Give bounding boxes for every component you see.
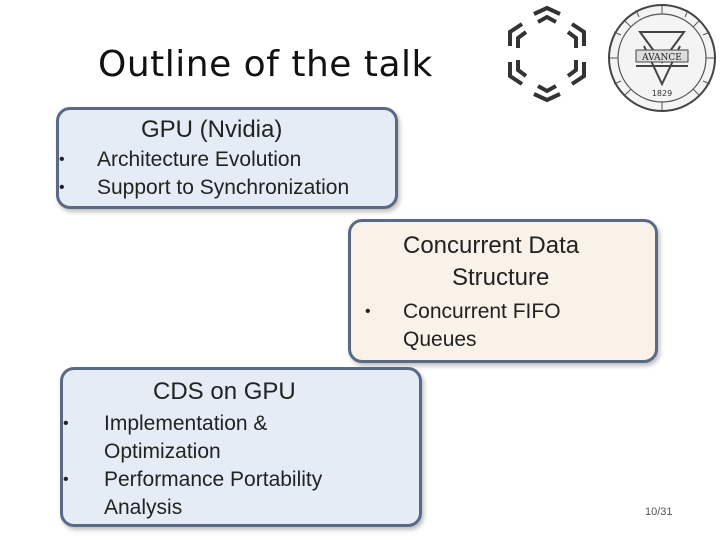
chalmers-logo	[508, 5, 586, 103]
cds-box-heading-line1: Concurrent Data	[403, 232, 580, 259]
list-item: • Implementation & Optimization	[63, 410, 322, 466]
gpu-box-heading: GPU (Nvidia)	[141, 116, 283, 143]
list-item-text: Support to Synchronization	[97, 176, 350, 199]
list-item: • Architecture Evolution	[59, 146, 349, 174]
list-item-text-line2: Analysis	[104, 496, 183, 519]
cds-on-gpu-box: CDS on GPU • Implementation & Optimizati…	[60, 367, 422, 527]
cds-box-list: • Concurrent FIFO Queues	[365, 298, 561, 354]
page-number: 10/31	[645, 506, 673, 518]
cds-on-gpu-box-heading: CDS on GPU	[153, 378, 296, 405]
list-item: • Concurrent FIFO Queues	[365, 298, 561, 354]
gpu-box-list: • Architecture Evolution • Support to Sy…	[59, 146, 349, 202]
bullet-icon: •	[63, 471, 69, 488]
gpu-box: GPU (Nvidia) • Architecture Evolution • …	[56, 107, 398, 209]
bullet-icon: •	[59, 179, 65, 196]
list-item-text-line1: Implementation &	[104, 412, 268, 435]
slide-title: Outline of the talk	[98, 44, 433, 85]
cds-box-heading-line2: Structure	[452, 264, 550, 291]
list-item-text-line2: Queues	[403, 328, 477, 351]
seal-year: 1829	[652, 89, 672, 98]
list-item: • Performance Portability Analysis	[63, 466, 322, 522]
cds-on-gpu-box-list: • Implementation & Optimization • Perfor…	[63, 410, 322, 522]
list-item-text-line1: Performance Portability	[104, 468, 323, 491]
bullet-icon: •	[63, 415, 69, 432]
list-item-text-line2: Optimization	[104, 440, 221, 463]
bullet-icon: •	[365, 303, 371, 320]
cds-box: Concurrent Data Structure • Concurrent F…	[348, 219, 658, 363]
university-seal-logo: AVANCE 1829	[608, 4, 716, 112]
list-item: • Support to Synchronization	[59, 174, 349, 202]
bullet-icon: •	[59, 151, 65, 168]
list-item-text-line1: Concurrent FIFO	[403, 300, 561, 323]
svg-text:AVANCE: AVANCE	[641, 53, 682, 63]
list-item-text: Architecture Evolution	[97, 148, 302, 171]
